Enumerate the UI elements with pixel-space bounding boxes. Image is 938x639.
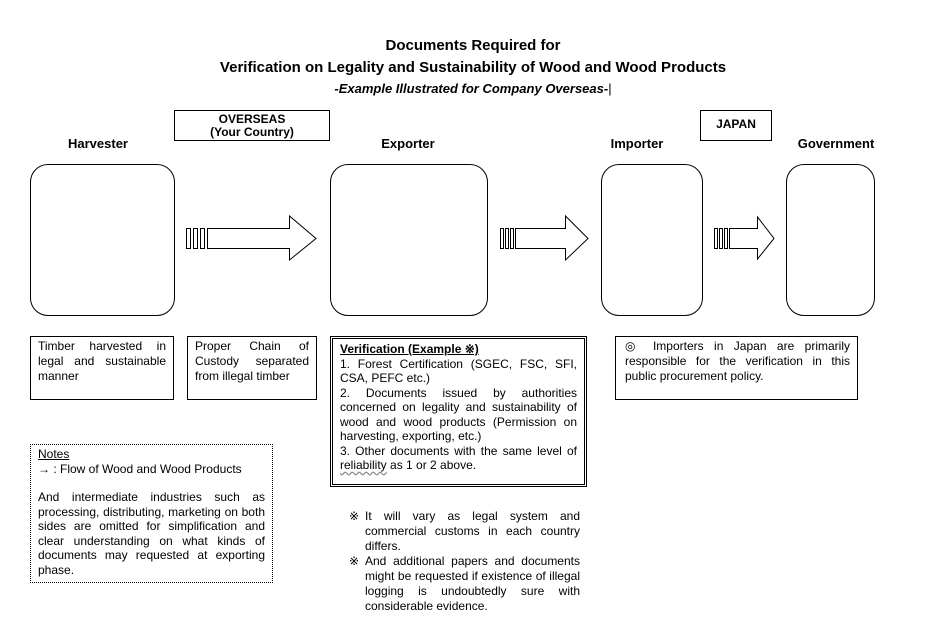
overseas-label: OVERSEAS [218,112,286,126]
footnote-2-text: And additional papers and documents migh… [365,554,580,613]
diagram-subtitle: -Example Illustrated for Company Oversea… [0,81,938,96]
verification-box: Verification (Example ※) 1. Forest Certi… [330,336,587,487]
notes-title: Notes [38,447,70,461]
reference-mark-icon: ※ [349,554,360,568]
importer-description: ◎ Importers in Japan are primarily respo… [615,336,858,400]
verification-item-1: 1. Forest Certification (SGEC, FSC, SFI,… [340,356,577,386]
flow-arrow-importer-government [714,215,775,261]
verification-item-2: 2. Documents issued by authorities conce… [340,385,577,444]
japan-region-box: JAPAN [700,110,772,141]
exporter-node [330,164,488,316]
notes-arrow-legend: → : Flow of Wood and Wood Products [38,461,242,476]
diagram-title-line2: Verification on Legality and Sustainabil… [219,59,727,76]
spellcheck-underlined-word: reliability [340,458,387,472]
overseas-region-box: OVERSEAS (Your Country) [174,110,330,141]
government-node [786,164,875,316]
verification-item-3-start: 3. Other documents with the same level o… [340,443,577,458]
verification-title: Verification (Example ※) [340,342,479,356]
footnote-1: ※ It will vary as legal system and comme… [349,509,580,554]
your-country-label: (Your Country) [210,125,294,139]
reference-mark-icon: ※ [349,509,360,523]
footnotes: ※ It will vary as legal system and comme… [349,509,580,614]
japan-label: JAPAN [716,117,756,131]
subtitle-text: -Example Illustrated for Company Oversea… [334,81,609,96]
harvester-node [30,164,175,316]
footnote-1-text: It will vary as legal system and commerc… [365,509,580,553]
importer-label: Importer [610,136,664,151]
harvester-label: Harvester [68,136,128,151]
importer-node [601,164,703,316]
text-cursor: | [608,81,612,96]
government-label: Government [797,136,875,151]
verification-item-3-end: as 1 or 2 above. [386,458,477,472]
footnote-2: ※ And additional papers and documents mi… [349,554,580,614]
flow-arrow-exporter-importer [500,214,589,262]
harvester-description: Timber harvested in legal and sustainabl… [30,336,174,400]
chain-of-custody-description: Proper Chain of Custody separated from i… [187,336,317,400]
notes-box: Notes → : Flow of Wood and Wood Products… [30,444,273,583]
exporter-label: Exporter [381,136,435,151]
verification-item-3: 3. Other documents with the same level o… [340,444,577,473]
flow-arrow-harvester-exporter [186,214,317,262]
notes-body: And intermediate industries such as proc… [38,490,265,577]
diagram-title: Documents Required for [385,37,561,54]
